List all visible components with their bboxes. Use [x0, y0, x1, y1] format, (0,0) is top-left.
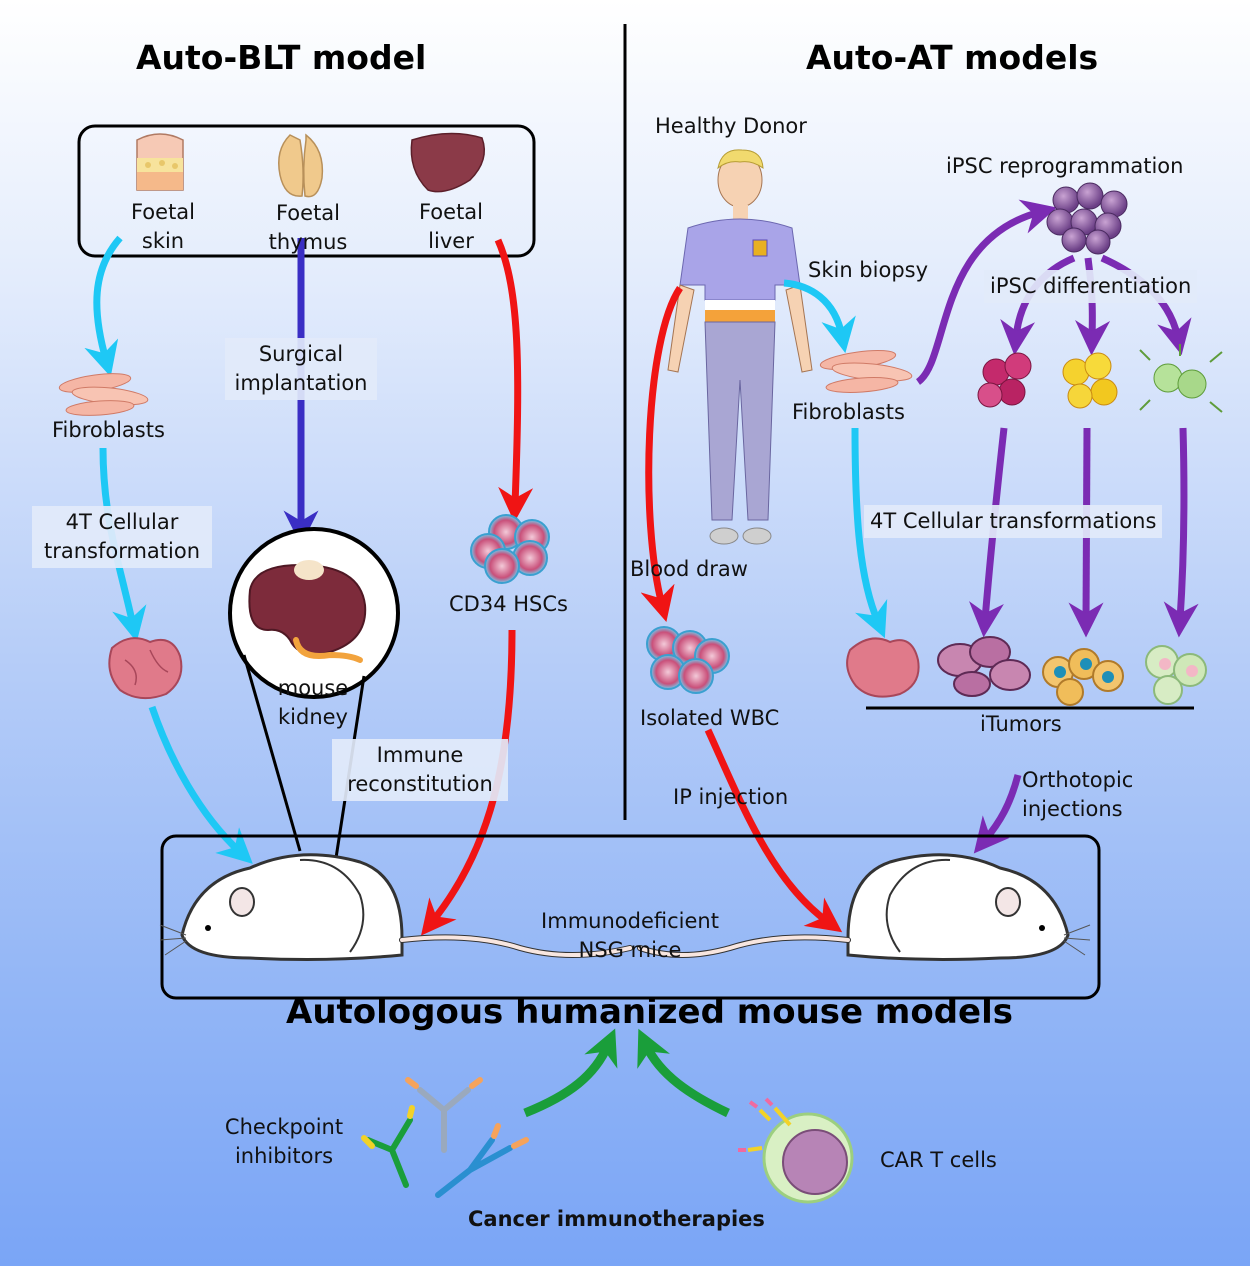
skin-biopsy-label: Skin biopsy — [808, 258, 929, 282]
itumor-fibroblast-icon — [846, 637, 920, 698]
mouse-right-icon — [637, 853, 1091, 961]
foetal-thymus-icon — [278, 133, 324, 198]
car-t-cells-label: CAR T cells — [880, 1148, 997, 1172]
arrow-liver-to-cd34 — [494, 238, 534, 523]
arrow-skin-biopsy — [783, 279, 856, 354]
differentiated-cell-yellow-icon — [1062, 352, 1118, 409]
arrow-ip-injection — [704, 728, 843, 933]
arrow-tumor-to-mouse — [148, 705, 253, 864]
healthy-donor-figure — [667, 149, 813, 545]
foetal-tissues-box — [77, 124, 536, 258]
ureter-icon — [293, 637, 363, 663]
isolated-wbc-cluster-icon — [646, 626, 730, 694]
auto-at-title: Auto-AT models — [806, 38, 1099, 77]
blood-draw-label: Blood draw — [630, 557, 748, 581]
cd34-hsc-cluster-icon — [470, 514, 550, 584]
arrow-blood-draw — [640, 286, 683, 622]
ipsc-cluster-icon — [1046, 182, 1128, 255]
arrow-orthotopic — [973, 774, 1022, 854]
tumor-tissue-icon-left — [108, 637, 183, 700]
fibroblasts-label-right: Fibroblasts — [792, 400, 905, 424]
fibroblasts-icon-left — [58, 373, 149, 416]
fibroblasts-icon-right — [819, 349, 913, 393]
healthy-donor-label: Healthy Donor — [655, 114, 807, 138]
foetal-skin-label: Foetal skin — [130, 200, 196, 253]
kidney-node-icon — [294, 560, 324, 580]
cd34-hscs-label: CD34 HSCs — [449, 592, 568, 616]
itumors-label: iTumors — [980, 712, 1062, 736]
arrow-transform-right — [1163, 427, 1199, 638]
nsg-mice-label: Immunodeficient NSG mice — [541, 909, 719, 962]
antibodies-icon — [361, 1077, 529, 1198]
isolated-wbc-label: Isolated WBC — [640, 706, 780, 730]
ipsc-reprogrammation-label: iPSC reprogrammation — [946, 154, 1184, 178]
itumor-magenta-icon — [937, 636, 1031, 697]
mouse-left-icon — [159, 853, 633, 961]
differentiated-cell-magenta-icon — [977, 352, 1032, 408]
itumor-green-icon — [1145, 645, 1207, 705]
cancer-immunotherapies-label: Cancer immunotherapies — [468, 1207, 765, 1231]
cellular-transformations-label: 4T Cellular transformations — [864, 505, 1163, 538]
mice-box — [160, 834, 1101, 1000]
arrow-ipsc-reprogrammation — [915, 199, 1057, 385]
arrow-skin-to-fibroblasts — [84, 235, 123, 377]
arrow-cart-to-models — [637, 1028, 730, 1118]
car-t-cell-icon — [738, 1097, 854, 1204]
immune-reconstitution-label: Immune reconstitution — [332, 739, 508, 801]
foetal-liver-icon — [410, 132, 485, 193]
fibroblasts-label-left: Fibroblasts — [52, 418, 165, 442]
mouse-kidney-label: mouse kidney — [277, 676, 349, 729]
foetal-thymus-label: Foetal thymus — [268, 201, 348, 254]
itumor-yellow-icon — [1042, 648, 1124, 706]
differentiated-cell-green-icon — [1139, 344, 1223, 413]
ip-injection-label: IP injection — [673, 785, 789, 809]
checkpoint-inhibitors-label: Checkpoint inhibitors — [224, 1115, 344, 1168]
arrow-checkpoint-to-models — [523, 1028, 618, 1118]
main-title: Autologous humanized mouse models — [286, 992, 1013, 1032]
orthotopic-injections-label: Orthotopic injections — [1022, 768, 1134, 821]
auto-blt-title: Auto-BLT model — [136, 38, 427, 77]
ipsc-differentiation-label: iPSC differentiation — [984, 270, 1198, 303]
foetal-skin-icon — [136, 133, 184, 191]
foetal-liver-label: Foetal liver — [418, 200, 484, 253]
cellular-transformation-label: 4T Cellular transformation — [32, 506, 212, 568]
surgical-implantation-label: Surgical implantation — [225, 338, 377, 400]
zoom-line-left — [242, 654, 302, 852]
arrow-fibroblasts-to-itumor — [851, 427, 888, 639]
